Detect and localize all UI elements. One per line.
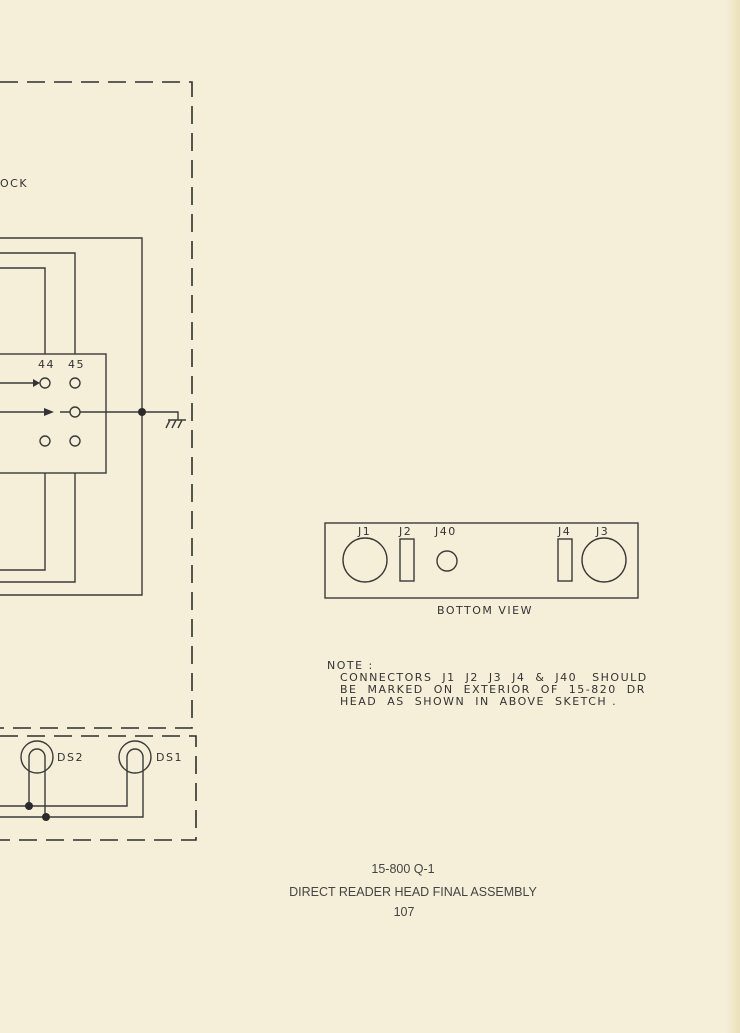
lamp-ds1-icon	[118, 740, 152, 774]
drawing-number: 15-800 Q-1	[371, 862, 434, 876]
page-edge-shading	[726, 0, 740, 1033]
ground-icon	[165, 419, 186, 429]
junction-dot	[25, 802, 33, 810]
wire-44-top	[0, 267, 46, 354]
junction-dot	[138, 408, 146, 416]
enclosure-dashed-border	[0, 81, 193, 729]
pin-label-44: 44	[38, 358, 55, 371]
note-line-2: BE MARKED ON EXTERIOR OF 15-820 DR	[340, 683, 646, 696]
lamp-enclosure-dashed-border	[0, 735, 197, 841]
pin-label-45: 45	[68, 358, 85, 371]
terminal-block	[0, 353, 107, 474]
note-line-1: CONNECTORS J1 J2 J3 J4 & J40 SHOULD	[340, 671, 648, 684]
connector-label-j2: J2	[398, 525, 412, 538]
block-label: OCK	[0, 177, 28, 190]
connector-j3	[581, 537, 627, 583]
lamp-ds2-icon	[20, 740, 54, 774]
connector-label-j3: J3	[595, 525, 609, 538]
junction-dot	[42, 813, 50, 821]
pin-45-1	[69, 377, 81, 389]
connector-j2	[399, 538, 415, 582]
note-heading: NOTE :	[327, 659, 374, 672]
pin-44-3	[39, 435, 51, 447]
wire-ground	[0, 411, 179, 420]
connector-label-j4: J4	[557, 525, 571, 538]
pin-45-3	[69, 435, 81, 447]
bottom-view-panel	[324, 522, 639, 599]
arrow-icon	[44, 408, 54, 416]
connector-j4	[557, 538, 573, 582]
connector-label-j1: J1	[357, 525, 371, 538]
connector-j1	[342, 537, 388, 583]
wire-45-top	[0, 252, 76, 354]
lamp-ds1-filament	[0, 748, 144, 818]
wire-outer	[0, 237, 143, 596]
lamp-ds2-filament	[28, 748, 46, 817]
pin-45-2	[69, 406, 81, 418]
page-number: 107	[394, 905, 415, 919]
lamp-label-ds1: DS1	[156, 751, 183, 764]
lamp-label-ds2: DS2	[57, 751, 84, 764]
connector-label-j40: J40	[434, 525, 457, 538]
arrow-icon	[33, 379, 40, 387]
connector-j40	[436, 550, 458, 572]
wire-45-bottom	[0, 473, 76, 583]
bottom-view-title: BOTTOM VIEW	[437, 604, 533, 617]
drawing-title: DIRECT READER HEAD FINAL ASSEMBLY	[289, 885, 537, 899]
note-line-3: HEAD AS SHOWN IN ABOVE SKETCH .	[340, 695, 617, 708]
wire-44-bottom	[0, 473, 46, 571]
pin-44-1	[39, 377, 51, 389]
